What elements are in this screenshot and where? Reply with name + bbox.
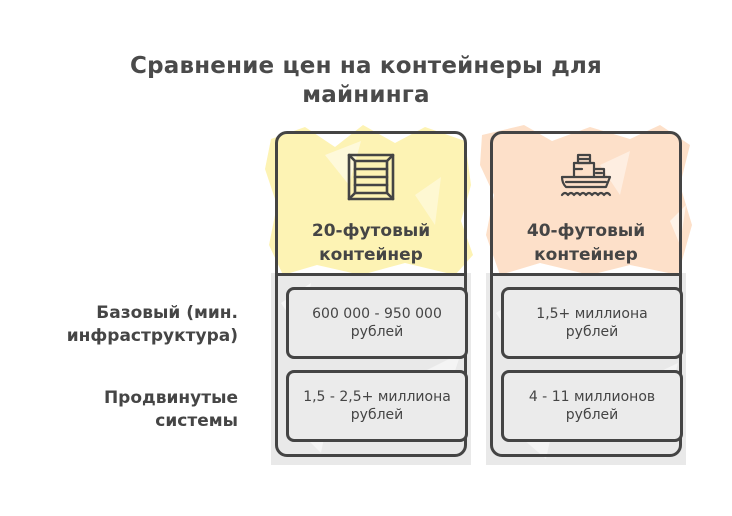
ship-icon bbox=[560, 153, 612, 197]
row-label-advanced: Продвинутые системы bbox=[103, 388, 238, 431]
column-divider bbox=[275, 273, 467, 276]
column-title: 40-футовый контейнер bbox=[526, 221, 646, 265]
header-highlight bbox=[480, 125, 692, 275]
price-cell: 600 000 - 950 000 рублей bbox=[286, 287, 468, 359]
price-cell: 1,5+ миллиона рублей bbox=[501, 287, 683, 359]
column-title: 20-футовый контейнер bbox=[311, 221, 431, 265]
price-cell: 1,5 - 2,5+ миллиона рублей bbox=[286, 370, 468, 442]
column-20ft: 20-футовый контейнер 600 000 - 950 000 р… bbox=[265, 125, 473, 465]
crate-icon bbox=[347, 153, 395, 201]
page-title: Сравнение цен на контейнеры для майнинга bbox=[130, 53, 602, 108]
price-cell: 4 - 11 миллионов рублей bbox=[501, 370, 683, 442]
column-divider bbox=[490, 273, 682, 276]
row-label-basic: Базовый (мин. инфраструктура) bbox=[66, 303, 238, 346]
column-40ft: 40-футовый контейнер 1,5+ миллиона рубле… bbox=[480, 125, 692, 465]
